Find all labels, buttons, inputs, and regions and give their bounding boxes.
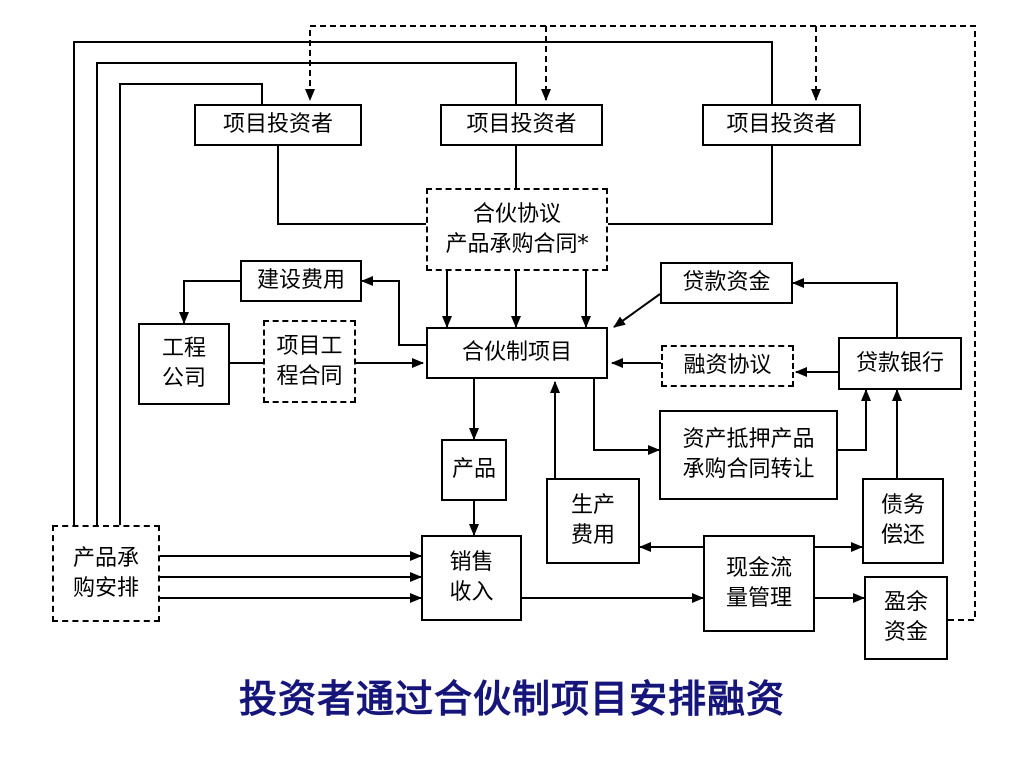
cashflow-management-box: 现金流 量管理 [703, 535, 815, 632]
surplus-line-2: 资金 [883, 620, 928, 645]
investor-label: 项目投资者 [726, 112, 837, 137]
construction-cost-label: 建设费用 [256, 268, 345, 293]
purchase-line-2: 购安排 [72, 575, 139, 601]
construction-to-company-arrow [179, 280, 240, 324]
surplus-return-dashed [305, 25, 976, 621]
engineering-contract-box: 项目工 程合同 [263, 320, 356, 403]
debt-line-1: 债务 [880, 493, 925, 518]
company-line-1: 工程 [161, 336, 206, 361]
sales-line-1: 销售 [449, 550, 494, 575]
asset-transfer-box: 资产抵押产品 承购合同转让 [659, 410, 838, 500]
partnership-project-label: 合伙制项目 [461, 340, 572, 365]
transfer-to-bank-arrow [838, 389, 871, 451]
purchase-to-sales-arrows [160, 551, 422, 603]
contract-line-2: 程合同 [276, 363, 343, 389]
project-to-construction-arrow [361, 276, 426, 346]
construction-cost-box: 建设费用 [240, 260, 362, 302]
cashflow-line-2: 量管理 [725, 585, 792, 611]
purchase-arrangement-box: 产品承 购安排 [52, 525, 160, 622]
financing-agreement-box: 融资协议 [661, 345, 794, 387]
production-cost-box: 生产 费用 [546, 478, 640, 564]
purchase-to-investor-lines [73, 41, 773, 525]
contract-line-1: 项目工 [276, 333, 343, 359]
product-box: 产品 [441, 439, 507, 501]
surplus-funds-box: 盈余 资金 [864, 576, 948, 660]
lending-bank-box: 贷款银行 [838, 337, 962, 390]
purchase-line-1: 产品承 [72, 545, 139, 571]
partnership-project-box: 合伙制项目 [426, 327, 608, 379]
lending-bank-label: 贷款银行 [855, 350, 944, 376]
debt-repayment-box: 债务 偿还 [862, 478, 944, 564]
loan-funds-label: 贷款资金 [682, 270, 771, 295]
product-label: 产品 [451, 457, 496, 482]
financing-agreement-label: 融资协议 [683, 353, 772, 378]
production-line-1: 生产 [570, 493, 615, 518]
bank-to-loan-arrow [792, 278, 898, 337]
loan-funds-box: 贷款资金 [660, 262, 793, 304]
investor-box-center: 项目投资者 [440, 104, 603, 146]
surplus-line-1: 盈余 [883, 590, 928, 615]
project-to-transfer-arrow [593, 379, 660, 455]
investor-label: 项目投资者 [466, 112, 577, 137]
investor-agreement-lines [277, 144, 773, 225]
debt-line-2: 偿还 [880, 523, 925, 548]
agreement-line-2: 产品承购合同* [445, 231, 589, 257]
transfer-line-1: 资产抵押产品 [682, 427, 815, 452]
agreement-line-1: 合伙协议 [472, 201, 561, 227]
investor-box-left: 项目投资者 [194, 104, 362, 146]
investor-box-right: 项目投资者 [702, 104, 861, 146]
sales-line-2: 收入 [449, 580, 494, 605]
cashflow-line-1: 现金流 [725, 555, 792, 581]
transfer-line-2: 承购合同转让 [682, 457, 815, 482]
page-title: 投资者通过合伙制项目安排融资 [238, 677, 785, 721]
company-line-2: 公司 [161, 366, 206, 391]
sales-revenue-box: 销售 收入 [421, 535, 522, 621]
loan-to-project-arrow [613, 293, 661, 328]
production-line-2: 费用 [570, 523, 615, 548]
partnership-agreement-box: 合伙协议 产品承购合同* [426, 188, 608, 271]
investor-label: 项目投资者 [222, 112, 333, 137]
agreement-to-project-arrows [442, 271, 591, 328]
engineering-company-box: 工程 公司 [138, 323, 230, 405]
